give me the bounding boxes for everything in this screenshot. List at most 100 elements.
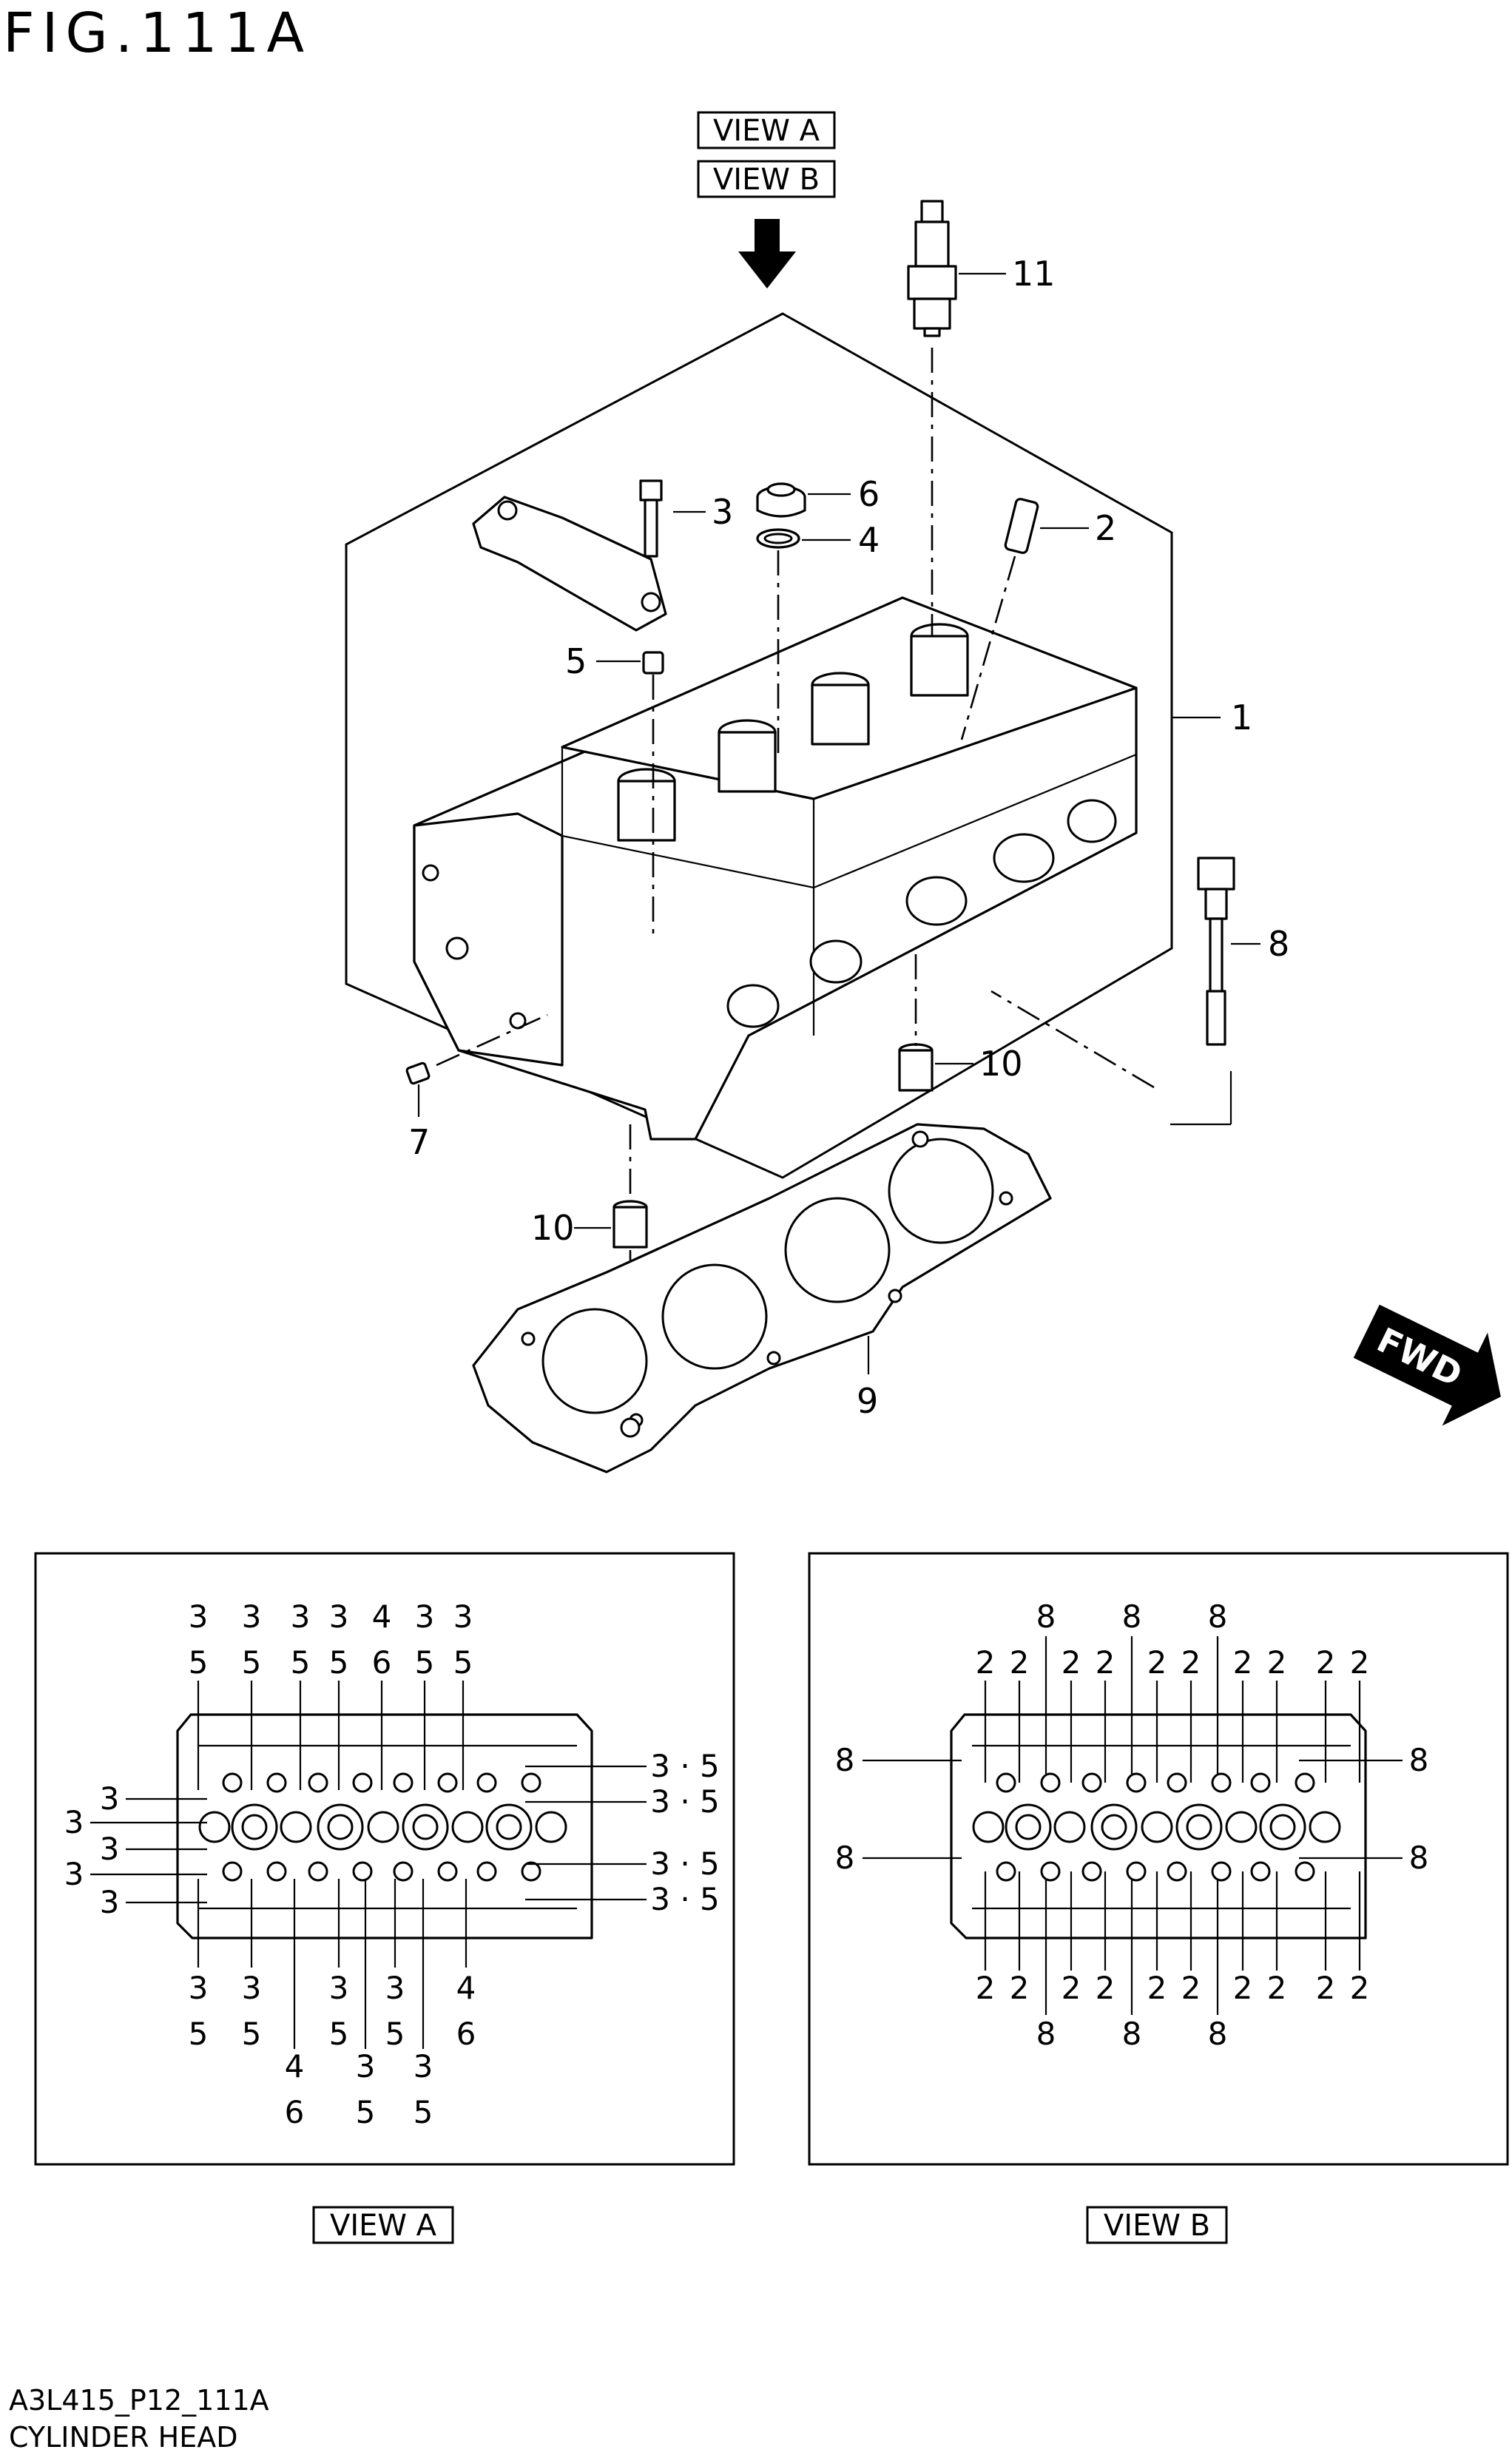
centerline-7 <box>436 1013 548 1067</box>
view-b-left-label-1: 8 <box>835 1742 855 1778</box>
view-a-bottom-label-5-lower: 6 <box>456 2016 476 2052</box>
view-b-top-eight-1: 8 <box>1036 1598 1056 1635</box>
view-a-right-label-3: 3 · 5 <box>650 1846 720 1882</box>
view-b-caption[interactable]: VIEW B <box>1086 2206 1228 2244</box>
view-b-bottom-two-6: 2 <box>1181 1970 1201 2006</box>
view-b-top-label[interactable]: VIEW B <box>697 160 836 198</box>
view-b-left-label-2: 8 <box>835 1840 855 1876</box>
view-a-right-label-2: 3 · 5 <box>650 1783 720 1820</box>
view-b-bottom-two-10: 2 <box>1350 1970 1370 2006</box>
dowel-pin-5-part[interactable] <box>642 651 664 675</box>
view-a-bottom-label-2-lower: 5 <box>242 2016 262 2052</box>
dowel-10-upper-part[interactable] <box>898 1043 934 1092</box>
view-a-left-label-1: 3 <box>100 1780 120 1817</box>
pin-2-part[interactable] <box>1004 498 1039 554</box>
view-a-panel <box>34 1552 735 2166</box>
view-a-left-label-2: 3 <box>64 1804 84 1840</box>
centerline-2 <box>960 556 1016 740</box>
view-a-bottom-label-5-upper: 4 <box>456 1970 476 2006</box>
view-a-lower-label-2-lower: 5 <box>356 2094 376 2130</box>
head-bolt-8-part[interactable] <box>1197 857 1235 1046</box>
centerline-8 <box>990 990 1155 1089</box>
callout-4: 4 <box>858 520 880 560</box>
plug-7-part[interactable] <box>405 1061 431 1085</box>
view-b-panel <box>808 1552 1509 2166</box>
view-a-top-label-6-upper: 3 <box>415 1598 435 1635</box>
callout-3: 3 <box>712 492 733 532</box>
view-a-left-label-4: 3 <box>64 1856 84 1892</box>
view-b-top-text: VIEW B <box>713 163 820 197</box>
view-b-right-label-1: 8 <box>1409 1742 1429 1778</box>
callout-2: 2 <box>1095 508 1116 548</box>
head-gasket-9-part[interactable] <box>472 1123 1052 1473</box>
view-b-bottom-two-2: 2 <box>1010 1970 1030 2006</box>
callout-7: 7 <box>408 1122 430 1162</box>
view-a-top-label-2-upper: 3 <box>242 1598 262 1635</box>
view-b-bottom-two-5: 2 <box>1147 1970 1167 2006</box>
view-a-left-label-5: 3 <box>100 1884 120 1920</box>
view-a-top-label-4-lower: 5 <box>329 1644 349 1681</box>
view-b-bottom-two-1: 2 <box>976 1970 996 2006</box>
view-b-bottom-eight-2: 8 <box>1122 2016 1142 2052</box>
view-b-bottom-two-9: 2 <box>1316 1970 1336 2006</box>
view-a-bottom-label-2-upper: 3 <box>242 1970 262 2006</box>
view-b-caption-text: VIEW B <box>1104 2209 1210 2243</box>
view-b-top-two-2: 2 <box>1010 1644 1030 1681</box>
drawing-name: CYLINDER HEAD <box>9 2421 237 2454</box>
view-b-right-label-2: 8 <box>1409 1840 1429 1876</box>
dowel-10-lower-part[interactable] <box>612 1200 648 1249</box>
view-a-top-label-5-lower: 6 <box>372 1644 392 1681</box>
view-b-top-eight-3: 8 <box>1208 1598 1228 1635</box>
view-b-top-two-3: 2 <box>1062 1644 1081 1681</box>
view-a-lower-label-1-upper: 4 <box>285 2048 305 2084</box>
camshaft-cap-part[interactable] <box>472 496 667 632</box>
view-a-right-label-1: 3 · 5 <box>650 1748 720 1784</box>
view-a-bottom-label-1-lower: 5 <box>189 2016 209 2052</box>
callout-10-upper: 10 <box>979 1044 1023 1084</box>
view-a-caption[interactable]: VIEW A <box>312 2206 454 2244</box>
o-ring-4-part[interactable] <box>756 528 800 549</box>
view-b-bottom-two-3: 2 <box>1062 1970 1081 2006</box>
view-a-caption-text: VIEW A <box>330 2209 437 2243</box>
view-a-bottom-label-3-lower: 5 <box>329 2016 349 2052</box>
view-a-top-label-6-lower: 5 <box>415 1644 435 1681</box>
view-a-bottom-label-3-upper: 3 <box>329 1970 349 2006</box>
cylinder-head-part[interactable] <box>413 596 1138 1141</box>
assembly-boundary <box>345 312 1173 1179</box>
view-b-bottom-two-4: 2 <box>1096 1970 1116 2006</box>
view-a-top-label-7-lower: 5 <box>453 1644 473 1681</box>
view-direction-arrow-icon <box>738 219 796 288</box>
callout-5: 5 <box>565 641 587 681</box>
drawing-id: A3L415_P12_111A <box>9 2384 269 2417</box>
view-a-lower-label-1-lower: 6 <box>285 2094 305 2130</box>
view-a-top-label-1-lower: 5 <box>189 1644 209 1681</box>
view-b-top-two-9: 2 <box>1316 1644 1336 1681</box>
bolt-3-part[interactable] <box>639 479 663 558</box>
view-a-top-label-4-upper: 3 <box>329 1598 349 1635</box>
view-a-top-label-2-lower: 5 <box>242 1644 262 1681</box>
view-a-bottom-label-4-upper: 3 <box>385 1970 405 2006</box>
callout-1: 1 <box>1231 698 1252 737</box>
view-a-top-label-3-lower: 5 <box>291 1644 311 1681</box>
callout-8: 8 <box>1268 924 1289 964</box>
callout-9: 9 <box>857 1381 878 1421</box>
figure-title: FIG.111A <box>3 1 311 65</box>
plug-6-part[interactable] <box>756 482 806 518</box>
view-b-top-eight-2: 8 <box>1122 1598 1142 1635</box>
view-a-top-text: VIEW A <box>713 114 820 148</box>
fwd-direction-badge: FWD <box>1353 1304 1501 1426</box>
view-a-lower-label-2-upper: 3 <box>356 2048 376 2084</box>
view-a-top-label-5-upper: 4 <box>372 1598 392 1635</box>
view-b-bottom-two-8: 2 <box>1267 1970 1287 2006</box>
view-a-left-label-3: 3 <box>100 1831 120 1867</box>
view-a-right-label-4: 3 · 5 <box>650 1881 720 1917</box>
view-b-top-two-6: 2 <box>1181 1644 1201 1681</box>
view-a-top-label[interactable]: VIEW A <box>697 111 836 149</box>
view-b-bottom-two-7: 2 <box>1233 1970 1253 2006</box>
view-b-top-two-7: 2 <box>1233 1644 1253 1681</box>
spark-plug-11-part[interactable] <box>907 200 957 337</box>
view-a-bottom-label-4-lower: 5 <box>385 2016 405 2052</box>
